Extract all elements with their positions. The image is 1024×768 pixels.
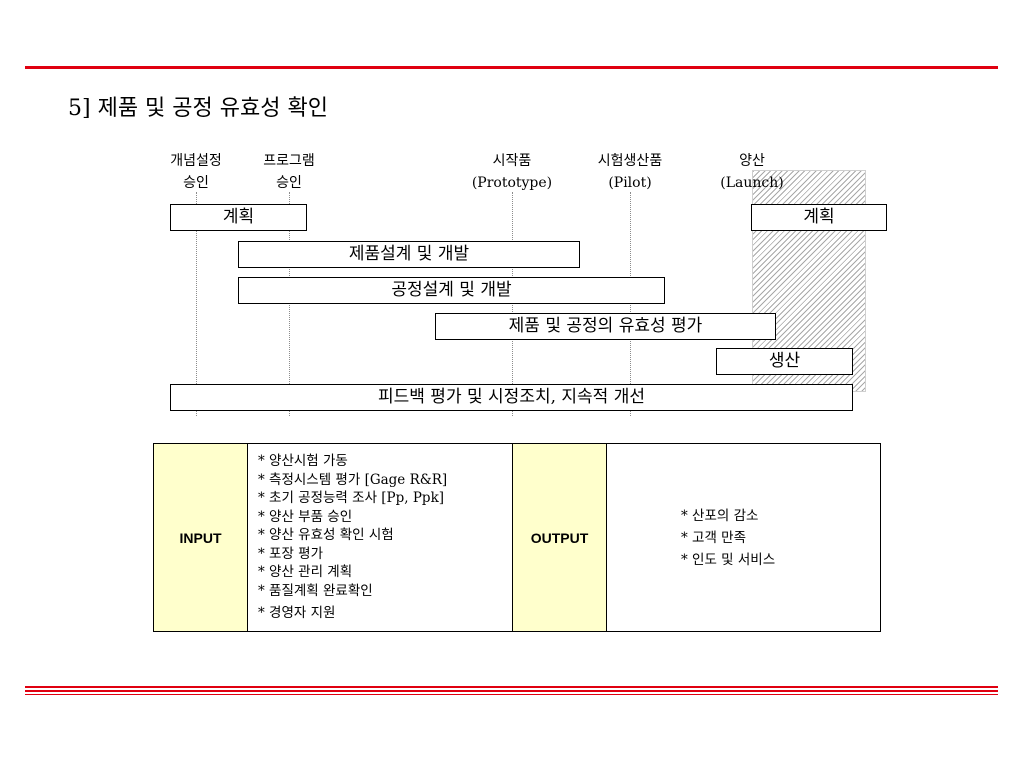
input-item: * 경영자 지원: [258, 605, 336, 622]
milestone-line-pilot: [630, 192, 631, 416]
milestone-pilot: 시험생산품 (Pilot): [565, 150, 695, 194]
output-items-cell: * 산포의 감소 * 고객 만족 * 인도 및 서비스: [606, 443, 881, 632]
input-item: * 양산 관리 계획: [258, 564, 353, 581]
phase-production: 생산: [716, 348, 853, 375]
page-title: 5] 제품 및 공정 유효성 확인: [68, 96, 328, 121]
phase-plan-start: 계획: [170, 204, 307, 231]
input-item: * 포장 평가: [258, 545, 324, 562]
bottom-red-rule: [25, 686, 998, 688]
milestone-line-prototype: [512, 192, 513, 416]
milestone-label: 시작품: [492, 153, 532, 169]
bottom-red-rule: [25, 690, 998, 692]
input-items-cell: * 양산시험 가동 * 측정시스템 평가 [Gage R&R] * 초기 공정능…: [247, 443, 513, 632]
milestone-program-approval: 프로그램 승인: [224, 150, 354, 194]
milestone-sublabel: (Prototype): [471, 175, 553, 191]
milestone-sublabel: 승인: [183, 175, 209, 191]
input-items-list: * 양산시험 가동 * 측정시스템 평가 [Gage R&R] * 초기 공정능…: [258, 452, 512, 623]
phase-product-design: 제품설계 및 개발: [238, 241, 580, 268]
input-item: * 품질계획 완료확인: [258, 582, 373, 599]
phase-validation: 제품 및 공정의 유효성 평가: [435, 313, 776, 340]
phase-plan-launch: 계획: [751, 204, 887, 231]
milestone-sublabel: (Launch): [720, 175, 784, 191]
input-item: * 양산 유효성 확인 시험: [258, 527, 394, 544]
milestone-label: 개념설정: [170, 153, 222, 169]
milestone-sublabel: 승인: [276, 175, 302, 191]
phase-feedback: 피드백 평가 및 시정조치, 지속적 개선: [170, 384, 853, 411]
milestone-sublabel: (Pilot): [608, 175, 652, 191]
milestone-prototype: 시작품 (Prototype): [447, 150, 577, 194]
input-item: * 측정시스템 평가 [Gage R&R]: [258, 471, 448, 488]
output-items-list: * 산포의 감소 * 고객 만족 * 인도 및 서비스: [681, 505, 880, 571]
output-item: * 고객 만족: [681, 529, 747, 546]
milestone-label: 프로그램: [263, 153, 315, 169]
milestone-launch: 양산 (Launch): [687, 150, 817, 194]
phase-process-design: 공정설계 및 개발: [238, 277, 665, 304]
milestone-concept-approval: 개념설정 승인: [131, 150, 261, 194]
input-item: * 초기 공정능력 조사 [Pp, Ppk]: [258, 490, 445, 507]
milestone-line-concept: [196, 192, 197, 416]
input-item: * 양산 부품 승인: [258, 508, 353, 525]
output-item: * 인도 및 서비스: [681, 551, 776, 568]
input-label: INPUT: [153, 443, 248, 632]
bottom-red-rule: [25, 694, 998, 695]
milestone-line-program: [289, 192, 290, 416]
milestone-label: 시험생산품: [597, 153, 663, 169]
output-label: OUTPUT: [512, 443, 607, 632]
output-item: * 산포의 감소: [681, 507, 759, 524]
input-item: * 양산시험 가동: [258, 453, 348, 470]
input-output-table: INPUT * 양산시험 가동 * 측정시스템 평가 [Gage R&R] * …: [153, 443, 881, 632]
milestone-label: 양산: [739, 153, 765, 169]
top-red-rule: [25, 66, 998, 69]
